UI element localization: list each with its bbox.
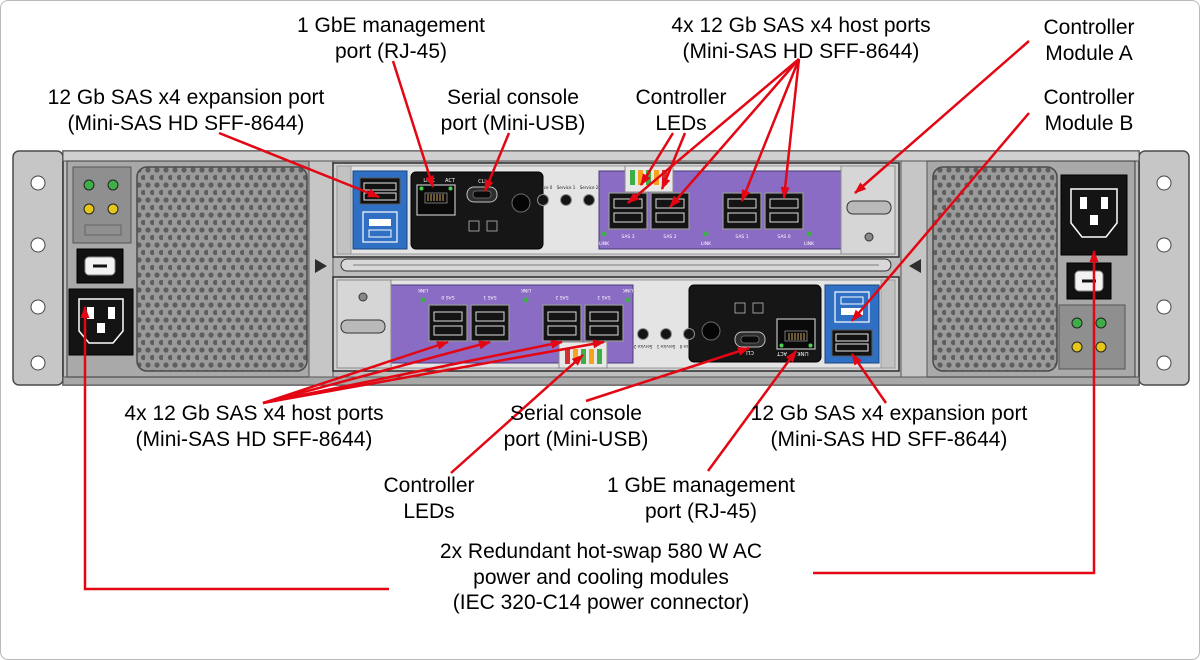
arrow-top-leds-2 (660, 132, 687, 190)
arrow-psu-left (80, 306, 389, 591)
psu-led (83, 203, 95, 215)
psu-right-power-switch (1066, 262, 1112, 300)
arrow-top-leds-1 (639, 132, 675, 186)
enclosure-bottom-rail (62, 376, 1140, 386)
callout-controller-leds-bottom: Controller LEDs (383, 474, 475, 523)
psu-left-led-panel (72, 166, 132, 244)
callout-sas-host-ports-bottom: 4x 12 Gb SAS x4 host ports (Mini-SAS HD … (124, 402, 384, 451)
arrow-bottom-serial (585, 346, 750, 403)
arrow-top-sas-3 (740, 58, 801, 202)
arrow-top-mgmt (391, 60, 435, 188)
psu-led (1095, 317, 1107, 329)
psu-left-latch-strip (308, 160, 334, 378)
psu-right (900, 160, 1136, 378)
rack-flange-right (1138, 150, 1190, 386)
arrow-top-serial (483, 132, 511, 192)
mounting-hole (30, 237, 46, 253)
mounting-hole (1156, 299, 1172, 315)
callout-expansion-port-left: 12 Gb SAS x4 expansion port (Mini-SAS HD… (47, 86, 325, 135)
callout-arrows (80, 40, 1099, 591)
psu-led (107, 179, 119, 191)
mounting-hole (30, 175, 46, 191)
arrow-bottom-mgmt (706, 350, 798, 472)
controller-module-b (332, 276, 900, 372)
psu-led (83, 179, 95, 191)
callout-mgmt-port-top: 1 GbE management port (RJ-45) (297, 14, 485, 63)
callout-expansion-port-bottom: 12 Gb SAS x4 expansion port (Mini-SAS HD… (750, 402, 1028, 451)
arrow-module-a (854, 40, 1030, 194)
center-handle-bar (340, 258, 892, 272)
callout-controller-module-a: Controller Module A (1043, 16, 1135, 65)
psu-left-fan-grille (136, 166, 308, 372)
psu-led (1071, 317, 1083, 329)
arrow-module-b (851, 112, 1030, 322)
controller-module-a (332, 162, 900, 258)
psu-left (66, 160, 334, 378)
rack-flange-left (12, 150, 64, 386)
callout-serial-port-bottom: Serial console port (Mini-USB) (503, 402, 649, 451)
arrow-bottom-expansion (850, 353, 888, 404)
arrow-top-sas-2 (669, 58, 800, 208)
mounting-hole (30, 299, 46, 315)
arrow-bottom-sas-2 (262, 340, 491, 405)
psu-right-power-inlet (1060, 174, 1128, 256)
arrow-bottom-sas-4 (262, 339, 605, 405)
enclosure-top-rail (62, 150, 1140, 162)
psu-led (1095, 341, 1107, 353)
chassis (12, 150, 1190, 386)
arrow-bottom-sas-1 (262, 340, 449, 405)
mounting-hole (1156, 355, 1172, 371)
arrow-left-expansion (218, 131, 380, 199)
mounting-hole (1156, 175, 1172, 191)
arrow-top-sas-4 (780, 58, 801, 199)
callout-sas-host-ports-top: 4x 12 Gb SAS x4 host ports (Mini-SAS HD … (671, 14, 931, 63)
psu-led (107, 203, 119, 215)
mounting-hole (30, 355, 46, 371)
mounting-hole (1156, 237, 1172, 253)
psu-left-power-switch (76, 248, 124, 284)
callout-mgmt-port-bottom: 1 GbE management port (RJ-45) (607, 474, 795, 523)
arrow-psu-right (813, 250, 1099, 575)
psu-label-plate (84, 224, 122, 236)
psu-right-latch-strip (900, 160, 928, 378)
psu-led (1071, 341, 1083, 353)
arrow-top-sas-1 (627, 58, 800, 204)
callout-controller-module-b: Controller Module B (1043, 86, 1135, 135)
callout-controller-leds-top: Controller LEDs (635, 86, 727, 135)
callout-serial-port-top: Serial console port (Mini-USB) (440, 86, 586, 135)
callout-power-supplies: 2x Redundant hot-swap 580 W AC power and… (439, 540, 763, 615)
psu-right-led-panel (1058, 304, 1126, 370)
arrow-bottom-leds (450, 354, 584, 474)
psu-right-fan-grille (932, 166, 1058, 372)
psu-left-power-inlet (68, 288, 134, 356)
